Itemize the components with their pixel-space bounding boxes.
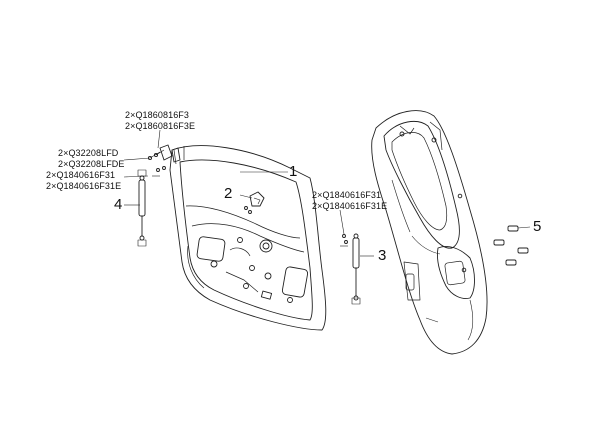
callout-2: 2 <box>224 185 233 202</box>
rubber-stoppers <box>493 225 529 266</box>
gas-strut-left <box>137 166 166 247</box>
liftgate-inner-panel <box>169 145 327 331</box>
label-strut-right-b: 2×Q1840616F31E <box>312 201 388 211</box>
latch-component <box>244 191 265 214</box>
callout-4: 4 <box>114 196 123 213</box>
label-strut-left-a: 2×Q32208LFD <box>58 148 119 158</box>
liftgate-outer-panel <box>371 110 488 355</box>
callout-1: 1 <box>289 163 298 180</box>
callout-3: 3 <box>378 247 387 264</box>
label-strut-left-c: 2×Q1840616F31 <box>46 170 116 180</box>
callout-5: 5 <box>533 218 542 235</box>
label-strut-left-d: 2×Q1840616F31E <box>46 181 122 191</box>
leader-lines <box>123 129 531 257</box>
label-hinge-bolt-b: 2×Q1860816F3E <box>125 121 196 131</box>
label-strut-right-a: 2×Q1840616F31 <box>312 190 382 200</box>
gas-strut-right <box>340 233 361 305</box>
label-hinge-bolt-a: 2×Q1860816F3 <box>125 110 190 120</box>
label-strut-left-b: 2×Q32208LFDE <box>58 159 125 169</box>
